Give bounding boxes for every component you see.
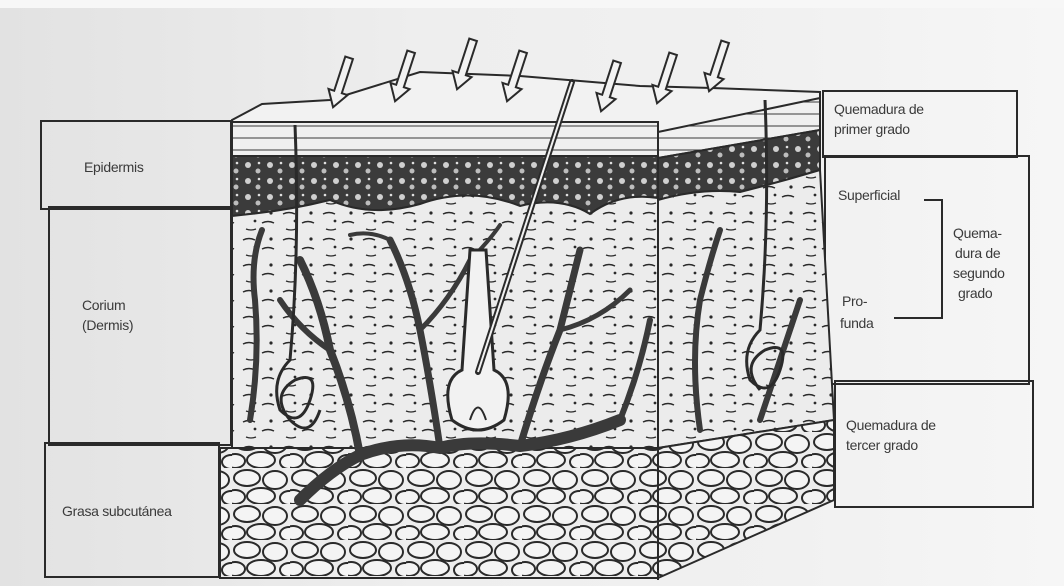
second-degree-label-line1: Quema-: [953, 224, 1002, 243]
corium-label: Corium: [82, 296, 125, 315]
first-degree-label-line2: primer grado: [834, 120, 910, 139]
third-degree-label-line2: tercer grado: [846, 436, 918, 455]
subcutaneous-fat-label: Grasa subcutánea: [62, 502, 172, 521]
deep-label-line2: funda: [840, 314, 874, 333]
first-degree-label-line1: Quemadura de: [834, 100, 924, 119]
dermis-side: [658, 170, 834, 448]
second-degree-label-line2: dura de: [955, 244, 1000, 263]
down-arrow-icon: [700, 39, 735, 95]
third-degree-label-line1: Quemadura de: [846, 416, 936, 435]
second-degree-label-line4: grado: [958, 284, 992, 303]
deep-label-line1: Pro-: [842, 292, 867, 311]
superficial-label: Superficial: [838, 186, 900, 205]
second-degree-label-line3: segundo: [953, 264, 1005, 283]
subcutaneous-fat-layer: [220, 448, 658, 578]
subcutaneous-fat-side: [658, 420, 834, 578]
epidermis-label: Epidermis: [84, 158, 144, 177]
dermis-label: (Dermis): [82, 316, 133, 335]
second-degree-bracket: [894, 200, 942, 318]
